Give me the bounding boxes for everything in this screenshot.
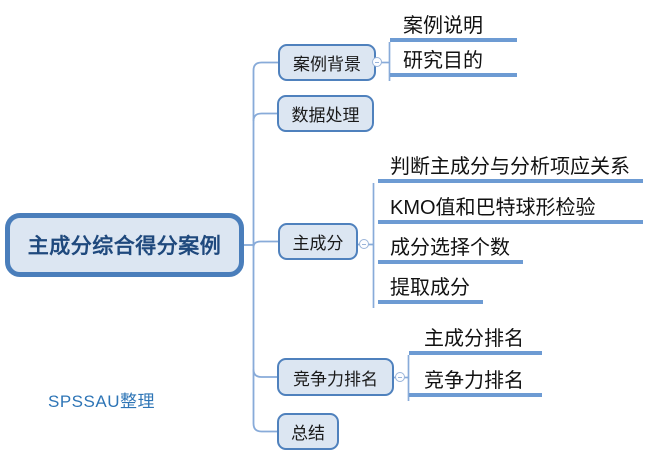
subtopic-extract-components[interactable]: 提取成分 [378, 277, 483, 304]
subtopic-research-purpose[interactable]: 研究目的 [390, 50, 517, 77]
branch-summary-label: 总结 [291, 424, 325, 443]
subtopic-kmo-bartlett-test[interactable]: KMO值和巴特球形检验 [378, 197, 643, 224]
subtopic-pc-ranking[interactable]: 主成分排名 [409, 328, 542, 355]
branch-competitiveness-ranking-label: 竞争力排名 [293, 369, 378, 389]
subtopic-component-count[interactable]: 成分选择个数 [378, 237, 523, 264]
subtopic-extract-components-label: 提取成分 [390, 277, 470, 299]
subtopic-pc-ranking-label: 主成分排名 [424, 328, 524, 350]
branch-principal-component-label: 主成分 [292, 234, 344, 253]
branch-competitiveness-ranking[interactable]: 竞争力排名 [277, 358, 394, 396]
root-topic-label: 主成分综合得分案例 [27, 235, 222, 258]
subtopic-competitiveness-ranking-label: 竞争力排名 [424, 370, 524, 392]
subtopic-kmo-bartlett-test-label: KMO值和巴特球形检验 [390, 197, 596, 219]
watermark: SPSSAU整理 [48, 392, 155, 411]
branch-principal-component[interactable]: 主成分 [278, 223, 358, 260]
subtopic-component-count-label: 成分选择个数 [390, 237, 510, 259]
branch-case-background-label: 案例背景 [293, 55, 361, 74]
subtopic-pc-item-relation[interactable]: 判断主成分与分析项应关系 [378, 156, 643, 183]
subtopic-research-purpose-label: 研究目的 [403, 50, 483, 72]
subtopic-case-description-label: 案例说明 [403, 15, 483, 37]
branch-summary[interactable]: 总结 [277, 413, 339, 450]
subtopic-competitiveness-ranking[interactable]: 竞争力排名 [409, 370, 542, 397]
collapse-toggle-principal-component[interactable] [359, 239, 369, 249]
subtopic-case-description[interactable]: 案例说明 [390, 15, 517, 42]
collapse-toggle-case-background[interactable] [372, 57, 382, 67]
root-topic[interactable]: 主成分综合得分案例 [5, 213, 244, 277]
branch-case-background[interactable]: 案例背景 [278, 44, 376, 81]
subtopic-pc-item-relation-label: 判断主成分与分析项应关系 [390, 156, 630, 178]
branch-data-processing-label: 数据处理 [291, 106, 360, 125]
branch-data-processing[interactable]: 数据处理 [277, 95, 374, 132]
collapse-toggle-competitiveness-ranking[interactable] [395, 372, 405, 382]
